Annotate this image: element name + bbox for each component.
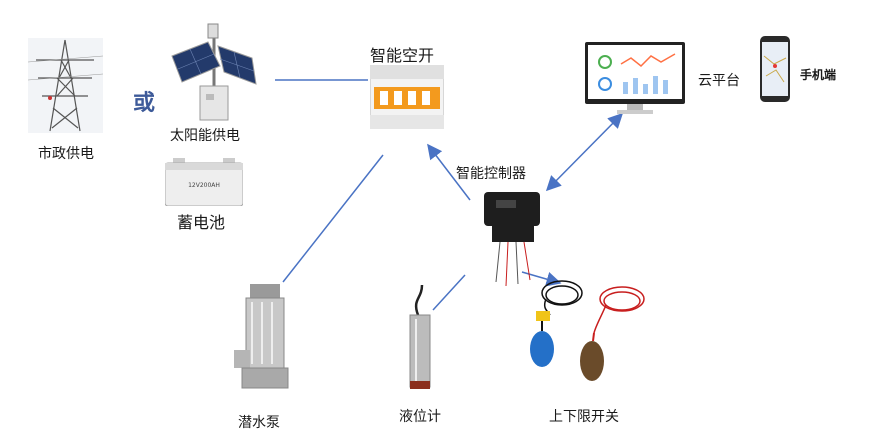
float-switch-label: 上下限开关: [549, 409, 619, 425]
float-switch-icon: [530, 280, 645, 381]
smart-breaker-icon: [370, 65, 444, 129]
phone-icon: [760, 36, 790, 102]
solar-power-label: 太阳能供电: [170, 128, 240, 144]
submersible-pump-label: 潜水泵: [238, 415, 280, 431]
battery-spec-text: 12V200AH: [188, 182, 220, 189]
line-controller-to-cloud: [545, 112, 624, 192]
or-label: 或: [133, 91, 156, 116]
battery-label: 蓄电池: [177, 213, 226, 232]
level-meter-icon: [409, 285, 431, 389]
smart-controller-label: 智能控制器: [456, 166, 526, 182]
power-tower-icon: [28, 38, 103, 133]
mobile-label: 手机端: [800, 68, 837, 82]
smart-controller-icon: [484, 192, 540, 287]
cloud-platform-label: 云平台: [698, 73, 740, 89]
grid-power-label: 市政供电: [38, 146, 94, 162]
battery-icon: 12V200AH: [165, 158, 243, 206]
monitor-icon: [585, 42, 685, 114]
submersible-pump-icon: [234, 284, 289, 389]
line-level-to-controller: [432, 274, 466, 311]
line-controller-to-breaker: [427, 143, 471, 201]
solar-panel-icon: [171, 23, 257, 121]
smart-breaker-label: 智能空开: [370, 46, 435, 65]
line-controller-to-float: [521, 271, 562, 287]
line-pump-to-breaker: [282, 154, 384, 283]
level-meter-label: 液位计: [399, 409, 441, 425]
